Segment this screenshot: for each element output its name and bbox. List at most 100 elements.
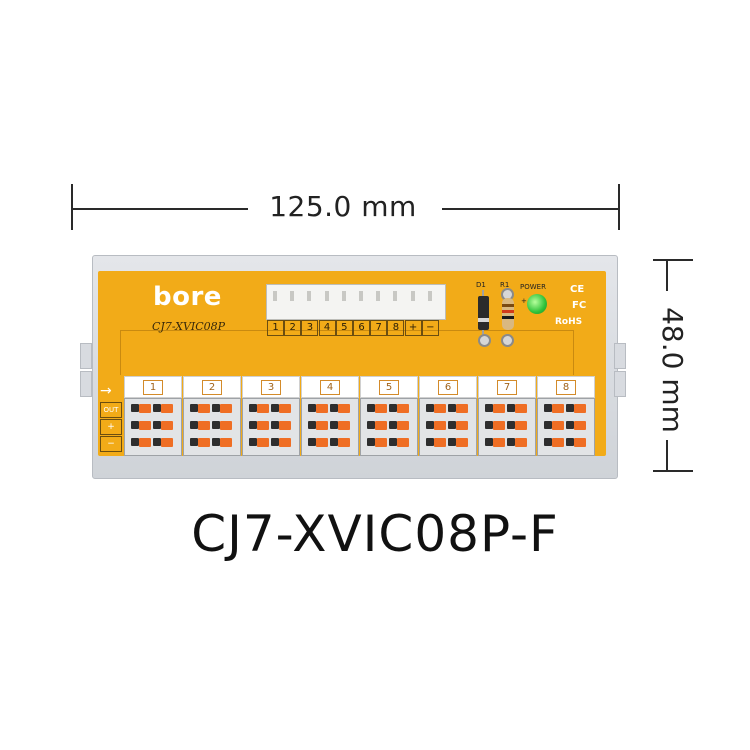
release-lever[interactable] (338, 404, 350, 413)
release-lever[interactable] (139, 421, 151, 430)
release-lever[interactable] (139, 438, 151, 447)
release-lever[interactable] (220, 438, 232, 447)
wire-entry (249, 404, 257, 412)
release-lever[interactable] (493, 421, 505, 430)
dim-width-line-left (71, 208, 248, 210)
channel-number: 8 (556, 380, 576, 395)
wire-entry (212, 421, 220, 429)
release-lever[interactable] (257, 421, 269, 430)
release-lever[interactable] (161, 421, 173, 430)
dim-height-line-bottom (666, 440, 668, 472)
channel-number: 1 (143, 380, 163, 395)
wire-entry (367, 404, 375, 412)
arrow-icon: → (100, 383, 112, 399)
wire-entry (426, 421, 434, 429)
release-lever[interactable] (257, 404, 269, 413)
channel-label: 5 (360, 376, 418, 398)
header-pin (359, 291, 363, 301)
release-lever[interactable] (338, 421, 350, 430)
wire-entry (566, 404, 574, 412)
release-lever[interactable] (198, 438, 210, 447)
wire-entry (153, 438, 161, 446)
release-lever[interactable] (161, 438, 173, 447)
release-lever[interactable] (434, 404, 446, 413)
wire-entry (367, 438, 375, 446)
release-lever[interactable] (515, 438, 527, 447)
release-lever[interactable] (574, 404, 586, 413)
release-lever[interactable] (397, 438, 409, 447)
wire-entry (389, 421, 397, 429)
release-lever[interactable] (456, 404, 468, 413)
header-pin-label: 1 (267, 320, 284, 336)
release-lever[interactable] (316, 421, 328, 430)
release-lever[interactable] (279, 438, 291, 447)
release-lever[interactable] (552, 438, 564, 447)
release-lever[interactable] (397, 404, 409, 413)
release-lever[interactable] (515, 421, 527, 430)
wire-entry (544, 438, 552, 446)
header-connector (266, 284, 446, 320)
release-lever[interactable] (161, 404, 173, 413)
rail-clip-left-top (80, 343, 92, 369)
power-led (527, 294, 547, 314)
release-lever[interactable] (493, 404, 505, 413)
resistor-band (502, 304, 514, 307)
release-lever[interactable] (515, 404, 527, 413)
header-pin (341, 291, 346, 301)
resistor-pad-bottom (501, 334, 514, 347)
release-lever[interactable] (574, 438, 586, 447)
header-pin (307, 291, 312, 301)
header-pin-label: + (404, 320, 422, 336)
release-lever[interactable] (574, 421, 586, 430)
terminal-block (419, 398, 477, 456)
plus-label: + (100, 419, 122, 435)
release-lever[interactable] (220, 421, 232, 430)
header-pin (410, 291, 415, 301)
channel-label: 7 (478, 376, 536, 398)
wire-entry (190, 438, 198, 446)
resistor-band (502, 316, 514, 319)
dim-width-label: 125.0 mm (269, 190, 417, 223)
wire-entry (153, 404, 161, 412)
release-lever[interactable] (279, 404, 291, 413)
wire-entry (426, 438, 434, 446)
wire-entry (249, 421, 257, 429)
release-lever[interactable] (434, 438, 446, 447)
wire-entry (308, 438, 316, 446)
release-lever[interactable] (493, 438, 505, 447)
release-lever[interactable] (375, 421, 387, 430)
wire-entry (507, 421, 515, 429)
wire-entry (389, 438, 397, 446)
rail-clip-right-top (614, 343, 626, 369)
dim-height-tick-top (653, 259, 693, 261)
dim-height-tick-bottom (653, 470, 693, 472)
release-lever[interactable] (316, 404, 328, 413)
wire-entry (271, 438, 279, 446)
release-lever[interactable] (198, 421, 210, 430)
release-lever[interactable] (552, 404, 564, 413)
release-lever[interactable] (397, 421, 409, 430)
header-pin-label: 4 (318, 320, 336, 336)
release-lever[interactable] (338, 438, 350, 447)
release-lever[interactable] (552, 421, 564, 430)
resistor-label: R1 (500, 281, 510, 289)
release-lever[interactable] (198, 404, 210, 413)
release-lever[interactable] (434, 421, 446, 430)
release-lever[interactable] (375, 438, 387, 447)
release-lever[interactable] (279, 421, 291, 430)
release-lever[interactable] (316, 438, 328, 447)
release-lever[interactable] (257, 438, 269, 447)
release-lever[interactable] (456, 438, 468, 447)
release-lever[interactable] (375, 404, 387, 413)
fc-mark: FC (572, 300, 587, 311)
release-lever[interactable] (139, 404, 151, 413)
channel-number: 2 (202, 380, 222, 395)
terminal-block (242, 398, 300, 456)
dim-height-line-top (666, 259, 668, 291)
release-lever[interactable] (456, 421, 468, 430)
wire-entry (426, 404, 434, 412)
wire-entry (190, 404, 198, 412)
terminal-block (537, 398, 595, 456)
release-lever[interactable] (220, 404, 232, 413)
terminal-block (301, 398, 359, 456)
